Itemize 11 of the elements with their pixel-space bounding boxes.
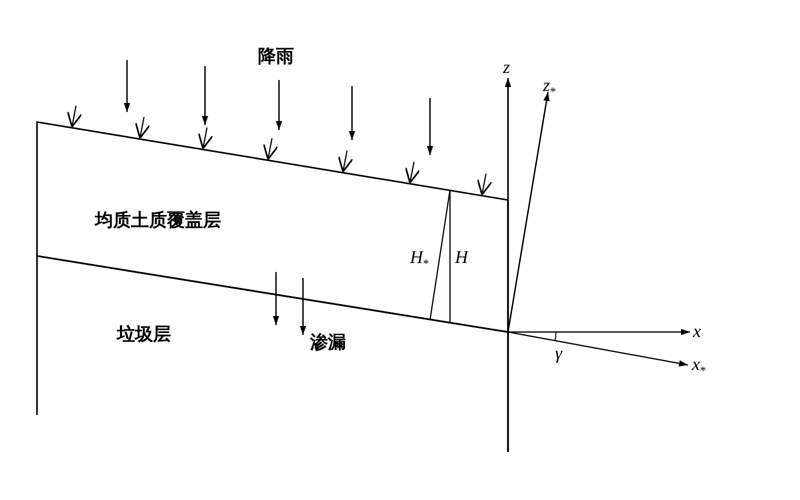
- cover-layer-label: 均质土质覆盖层: [95, 212, 221, 230]
- axis-label: z$_{*}$: [543, 76, 556, 98]
- axis-label: z: [503, 58, 510, 76]
- angle-label: γ: [555, 344, 562, 362]
- thickness-label: H: [455, 248, 468, 266]
- axis-label: x: [693, 322, 701, 340]
- rainfall-label: 降雨: [258, 48, 294, 66]
- axis-label: x$_{*}$: [692, 355, 706, 377]
- leakage-label: 渗漏: [310, 334, 346, 352]
- thickness-label: H$_{*}$: [410, 248, 429, 270]
- waste-layer-label: 垃圾层: [117, 326, 171, 344]
